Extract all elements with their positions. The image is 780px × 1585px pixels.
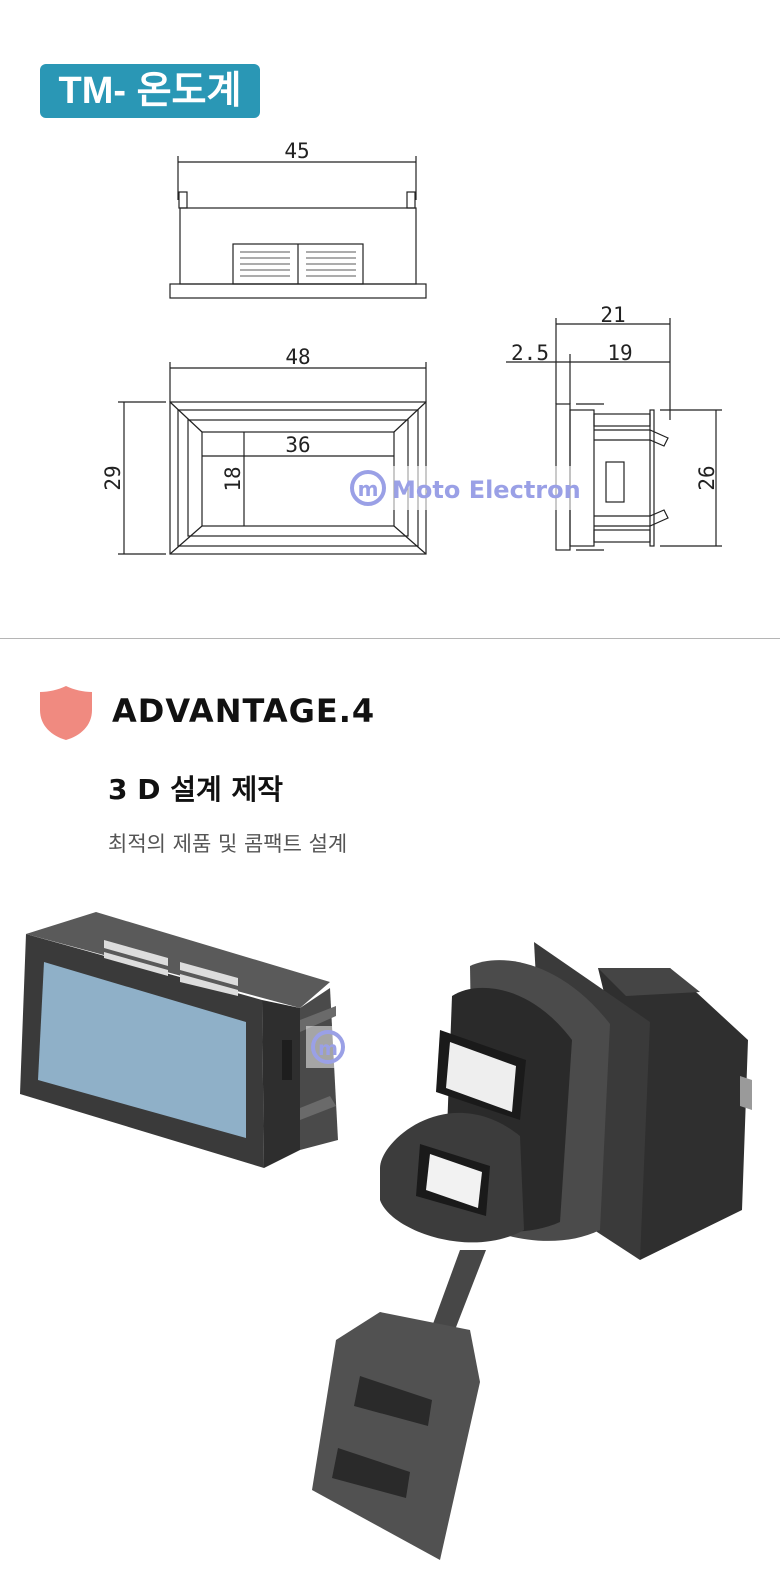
advantage-heading: ADVANTAGE.4 [112,692,376,730]
advantage-subtitle: 3 D 설계 제작 [108,773,284,806]
watermark-logo-icon: m [358,477,379,501]
dim-side-height: 26 [695,465,719,490]
dim-window-width: 36 [285,433,310,457]
usb-socket-render [312,942,752,1560]
technical-drawing: 45 48 36 29 18 21 2.5 19 26 m Moto Elect… [101,139,722,555]
watermark-logo-icon: m [318,1038,338,1060]
dim-top-width: 45 [284,139,309,163]
shield-icon [40,686,92,740]
dim-window-height: 18 [221,466,245,491]
dim-front-width: 48 [285,345,310,369]
watermark-secondary: m [306,1026,456,1068]
dim-side-flange: 2.5 [511,341,549,365]
watermark-text: Moto Electron [392,476,581,504]
section-divider [0,638,780,639]
dim-side-body: 19 [607,341,632,365]
advantage-description: 최적의 제품 및 콤팩트 설계 [108,832,348,856]
dim-front-height: 29 [101,465,125,490]
page-title: TM- 온도계 [40,64,260,118]
watermark: m Moto Electron [346,466,592,510]
product-3d-render: m [20,912,752,1560]
meter-render [20,912,338,1168]
dim-side-total: 21 [600,303,625,327]
